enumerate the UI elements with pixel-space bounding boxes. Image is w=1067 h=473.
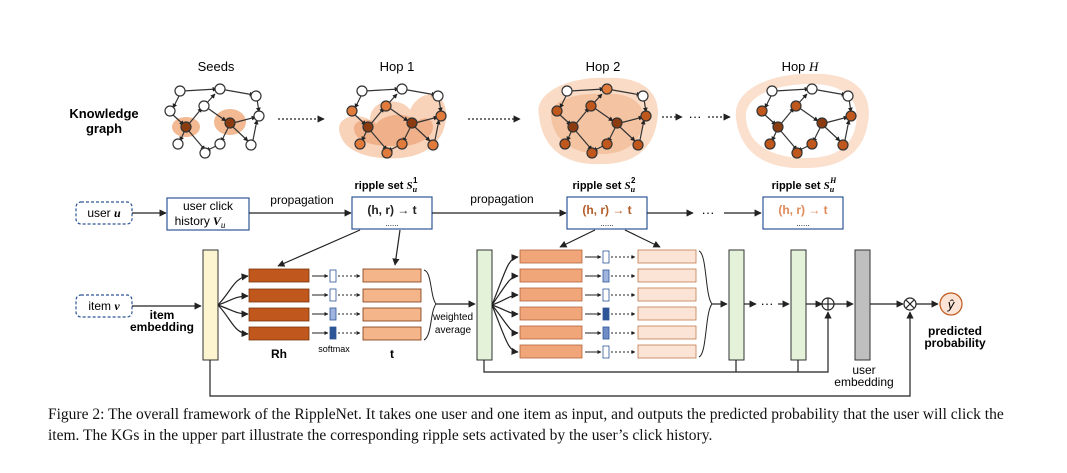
prediction-symbol: ŷ	[947, 297, 956, 312]
propagation-label-2: propagation	[470, 192, 533, 206]
t-label: t	[390, 347, 394, 361]
ripple-set-2-box	[566, 196, 648, 230]
ripple-set-2-title: ripple set Su2	[573, 176, 637, 194]
rh-label: Rh	[271, 347, 287, 361]
hopH-output-bar	[790, 249, 807, 361]
prediction-node	[939, 292, 963, 316]
kg-ellipsis: ···	[689, 109, 702, 124]
kg-hop2-graph	[538, 77, 658, 165]
ripple-set-1-ellipsis: ......	[385, 219, 398, 228]
rh-bars-1	[248, 268, 310, 341]
flow-ellipsis: ···	[702, 205, 715, 220]
rh-bars-2	[519, 249, 583, 359]
propagation-label-1: propagation	[270, 193, 333, 207]
ripple-set-H-tuple: (h, r) → t	[778, 203, 827, 217]
model-ellipsis: ···	[761, 296, 774, 311]
rh-to-softmax-arrows-2	[585, 255, 602, 354]
hop2-label: Hop 2	[586, 59, 621, 74]
figure-caption: Figure 2: The overall framework of the R…	[48, 406, 1004, 444]
ripple-set-2-tuple: (h, r) → t	[582, 203, 631, 217]
ripple-set-2-ellipsis: ......	[600, 219, 613, 228]
t-bars-1	[362, 268, 422, 341]
hop1-label: Hop 1	[380, 59, 415, 74]
t-bars-2	[637, 249, 697, 359]
kg-dotted-arrows	[278, 113, 731, 123]
softmax-cells-1	[329, 269, 337, 340]
hop2-output-bar	[728, 249, 745, 361]
user-embedding-bar	[854, 249, 871, 361]
user-label: user u	[87, 206, 121, 220]
hop1-output-bar	[476, 249, 493, 361]
softmax-to-t-arrows-1	[338, 274, 361, 335]
ripple-set-H-title: ripple set SuH	[772, 176, 838, 194]
ripple-down-arrows	[277, 229, 661, 267]
ripple-set-H-ellipsis: ......	[796, 219, 809, 228]
kg-seeds-graph	[164, 83, 265, 159]
item-embedding-bar	[202, 249, 219, 361]
user-box	[75, 201, 133, 225]
user-click-history-box	[166, 197, 250, 231]
ripple-set-1-title: ripple set Su1	[355, 176, 419, 194]
kg-hop1-graph	[339, 83, 447, 159]
softmax-cells-2	[602, 250, 610, 359]
item-to-rh-arrows	[217, 273, 249, 338]
ripple-set-1-tuple: (h, r) → t	[367, 203, 416, 217]
product-operator-icon	[903, 297, 917, 311]
sum-operator-icon	[821, 297, 835, 311]
ripple-set-H-box	[762, 196, 844, 230]
kg-hopH-graph	[735, 73, 869, 169]
softmax-label: softmax	[318, 344, 350, 354]
softmax-to-t-arrows-2	[611, 255, 636, 354]
item-box	[75, 294, 133, 318]
item-label: item v	[88, 299, 120, 313]
hopH-label: Hop H	[782, 59, 819, 74]
hop1-to-rh2-arrows	[491, 254, 519, 355]
seeds-label: Seeds	[198, 59, 235, 74]
rh-to-softmax-arrows-1	[312, 274, 329, 335]
brace-2	[698, 250, 713, 358]
